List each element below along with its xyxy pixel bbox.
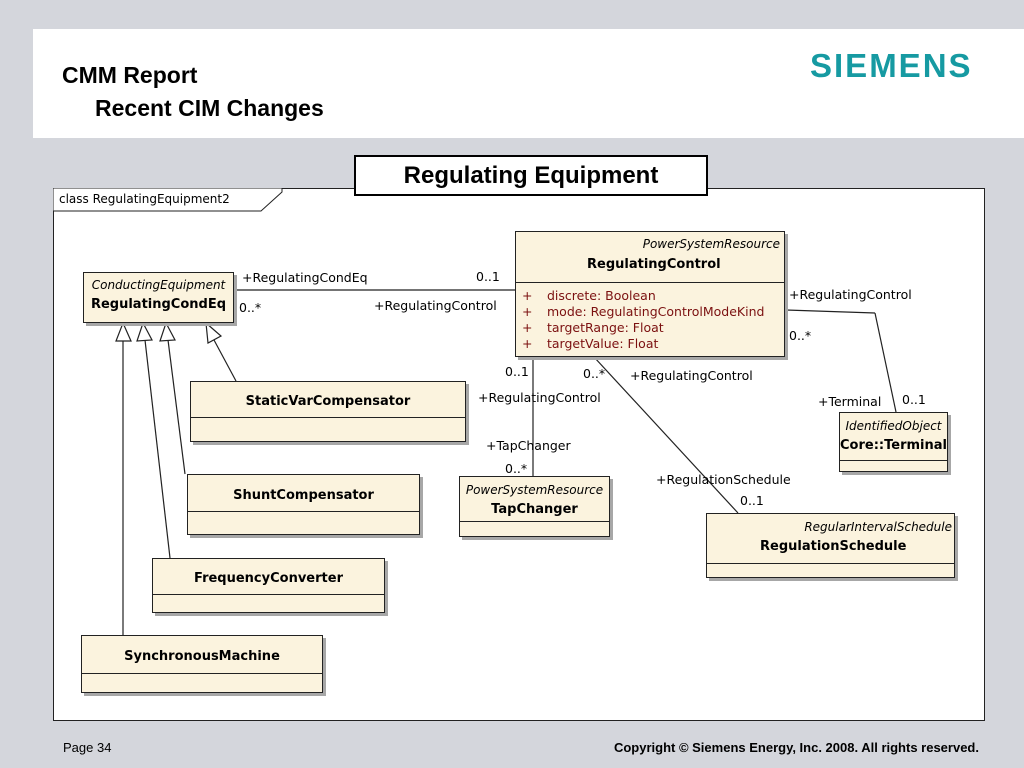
- attribute-vis: +: [522, 336, 533, 351]
- class-synchronous-machine[interactable]: SynchronousMachine: [81, 635, 323, 693]
- class-name: RegulationSchedule: [760, 539, 907, 554]
- class-name: Core::Terminal: [840, 438, 947, 453]
- class-tap-changer[interactable]: PowerSystemResource TapChanger: [459, 476, 610, 537]
- role-label: +Terminal: [818, 394, 882, 409]
- role-label: +RegulatingCondEq: [242, 270, 368, 285]
- multiplicity-label: 0..1: [505, 364, 529, 379]
- class-name: FrequencyConverter: [194, 571, 343, 586]
- page-number: Page 34: [63, 740, 112, 755]
- role-label: +RegulatingControl: [374, 298, 497, 313]
- class-frequency-converter[interactable]: FrequencyConverter: [152, 558, 385, 613]
- class-terminal[interactable]: IdentifiedObject Core::Terminal: [839, 412, 948, 472]
- class-name: RegulatingCondEq: [90, 297, 227, 312]
- attribute-vis: +: [522, 304, 533, 319]
- role-label: +RegulationSchedule: [656, 472, 791, 487]
- assoc-regulationschedule: [593, 356, 739, 514]
- multiplicity-label: 0..1: [740, 493, 764, 508]
- attribute-text: discrete: Boolean: [547, 288, 656, 303]
- multiplicity-label: 0..*: [789, 328, 812, 343]
- frame-tab-shape: [53, 188, 283, 212]
- gen-frequency: [144, 339, 171, 559]
- class-name: ShuntCompensator: [233, 488, 374, 503]
- frame-label: class RegulatingEquipment2: [59, 192, 230, 206]
- copyright-notice: Copyright © Siemens Energy, Inc. 2008. A…: [613, 740, 979, 755]
- class-regulating-cond-eq[interactable]: ConductingEquipment RegulatingCondEq: [83, 272, 234, 323]
- gen-arrow-synchronous: [115, 321, 132, 342]
- multiplicity-label: 0..1: [902, 392, 926, 407]
- gen-arrow-frequency: [136, 321, 153, 342]
- attribute-text: targetRange: Float: [547, 320, 664, 335]
- stereotype: IdentifiedObject: [845, 419, 942, 433]
- class-regulation-schedule[interactable]: RegularIntervalSchedule: [706, 513, 955, 578]
- attribute-vis: +: [522, 320, 533, 335]
- siemens-logo: SIEMENS: [810, 47, 973, 84]
- gen-shunt: [167, 339, 186, 475]
- multiplicity-label: 0..*: [505, 461, 528, 476]
- attribute-vis: +: [522, 288, 533, 303]
- class-regulating-control[interactable]: PowerSystemResource: [515, 231, 785, 357]
- assoc-terminal: [785, 309, 876, 314]
- role-label: +RegulatingControl: [630, 368, 753, 383]
- report-subtitle: Recent CIM Changes: [95, 95, 324, 121]
- stereotype: PowerSystemResource: [642, 237, 780, 251]
- stereotype: PowerSystemResource: [465, 483, 604, 497]
- multiplicity-label: 0..1: [476, 269, 500, 284]
- class-static-var-compensator[interactable]: StaticVarCompensator: [190, 381, 466, 442]
- class-name: RegulatingControl: [587, 257, 721, 272]
- gen-arrow-shunt: [159, 321, 176, 342]
- section-title: Regulating Equipment: [354, 155, 708, 196]
- multiplicity-label: 0..*: [583, 366, 606, 381]
- report-title: CMM Report: [62, 62, 198, 88]
- header-band: [33, 29, 1024, 138]
- stereotype: RegularIntervalSchedule: [804, 520, 952, 534]
- multiplicity-label: 0..*: [239, 300, 262, 315]
- stereotype: ConductingEquipment: [91, 278, 226, 292]
- gen-arrow-staticvar: [205, 321, 223, 344]
- class-name: SynchronousMachine: [124, 649, 280, 664]
- role-label: +RegulatingControl: [789, 287, 912, 302]
- gen-staticvar: [213, 339, 237, 382]
- role-label: +TapChanger: [486, 438, 571, 453]
- assoc-terminal-2: [874, 312, 897, 413]
- role-label: +RegulatingControl: [478, 390, 601, 405]
- attribute-text: mode: RegulatingControlModeKind: [547, 304, 765, 319]
- class-shunt-compensator[interactable]: ShuntCompensator: [187, 474, 420, 535]
- class-name: TapChanger: [491, 502, 578, 517]
- attribute-text: targetValue: Float: [547, 336, 659, 351]
- class-name: StaticVarCompensator: [245, 394, 411, 409]
